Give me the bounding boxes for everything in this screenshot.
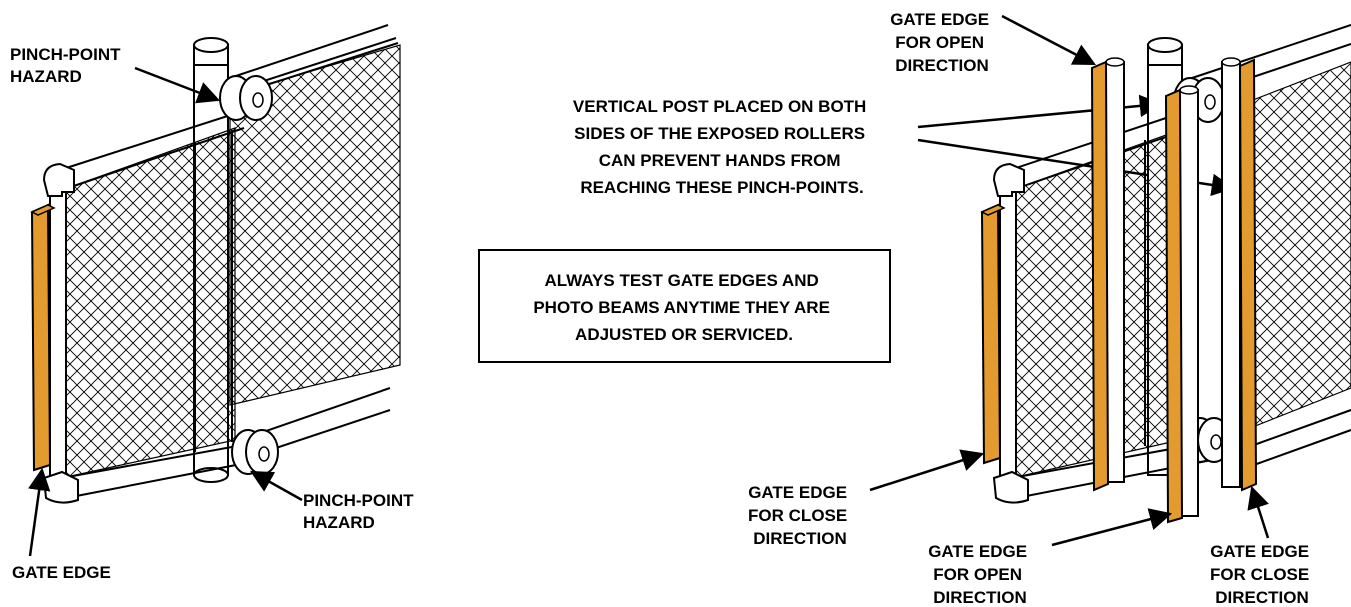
center-notes: VERTICAL POST PLACED ON BOTH SIDES OF TH…: [478, 94, 1235, 363]
left-top-roller: [219, 75, 273, 121]
protective-post-left: [1105, 57, 1125, 483]
label-line: FOR OPEN: [895, 33, 984, 52]
left-bottom-roller: [231, 429, 279, 475]
arrow-open-bottom: [1051, 508, 1173, 547]
right-gate-illustration: GATE EDGE FOR OPEN DIRECTION GATE EDGE F…: [748, 10, 1351, 607]
label-line: FOR CLOSE: [1210, 565, 1309, 584]
label-line: CAN PREVENT HANDS FROM: [599, 151, 841, 170]
label-line: FOR CLOSE: [748, 506, 847, 525]
gate-edge-open-bottom-strip: [1164, 88, 1184, 524]
arrow-pinch-top: [134, 66, 221, 104]
label-line: GATE EDGE: [928, 542, 1027, 561]
label-line: ADJUSTED OR SERVICED.: [575, 325, 793, 344]
arrow-gate-edge: [28, 467, 51, 557]
gate-edge-open-bottom-label: GATE EDGE FOR OPEN DIRECTION: [928, 542, 1032, 607]
left-gate-panel: [42, 111, 273, 504]
label-line: GATE EDGE: [890, 10, 989, 29]
gate-edge-close-left-strip: [980, 203, 1006, 465]
label-line: DIRECTION: [933, 588, 1027, 607]
label-line: GATE EDGE: [12, 563, 111, 582]
notice-box: [478, 249, 891, 363]
arrow-open-top: [1001, 14, 1096, 66]
label-line: HAZARD: [303, 513, 375, 532]
left-gate-illustration: PINCH-POINT HAZARD PINCH-POINT HAZARD GA…: [10, 24, 418, 582]
left-pinch-point-bottom-label: PINCH-POINT HAZARD: [303, 491, 418, 532]
label-line: HAZARD: [10, 67, 82, 86]
label-line: DIRECTION: [1215, 588, 1309, 607]
left-gate-edge-label: GATE EDGE: [12, 563, 111, 582]
protective-post-center: [1179, 85, 1199, 517]
gate-edge-open-top-strip: [1090, 60, 1110, 492]
label-line: DIRECTION: [753, 529, 847, 548]
label-line: SIDES OF THE EXPOSED ROLLERS: [574, 124, 865, 143]
arrow-pinch-bottom: [250, 470, 303, 502]
label-line: PINCH-POINT: [10, 45, 121, 64]
arrow-close-left: [869, 449, 985, 492]
gate-edge-open-top-label: GATE EDGE FOR OPEN DIRECTION: [890, 10, 994, 75]
vertical-post-note: VERTICAL POST PLACED ON BOTH SIDES OF TH…: [573, 97, 871, 197]
left-pinch-point-top-label: PINCH-POINT HAZARD: [10, 45, 125, 86]
left-fence-panel: [229, 24, 401, 461]
label-line: REACHING THESE PINCH-POINTS.: [580, 178, 863, 197]
label-line: DIRECTION: [895, 56, 989, 75]
gate-edge-close-right-label: GATE EDGE FOR CLOSE DIRECTION: [1210, 542, 1314, 607]
left-gate-edge-strip: [30, 203, 56, 472]
label-line: FOR OPEN: [933, 565, 1022, 584]
label-line: PINCH-POINT: [303, 491, 414, 510]
label-line: GATE EDGE: [1210, 542, 1309, 561]
arrow-close-right: [1247, 485, 1270, 539]
gate-edge-close-right-strip: [1238, 58, 1258, 492]
label-line: VERTICAL POST PLACED ON BOTH: [573, 97, 866, 116]
label-line: GATE EDGE: [748, 483, 847, 502]
label-line: ALWAYS TEST GATE EDGES AND: [545, 271, 819, 290]
protective-post-right: [1221, 57, 1241, 488]
label-line: PHOTO BEAMS ANYTIME THEY ARE: [533, 298, 830, 317]
right-fence-panel: [1179, 24, 1351, 471]
notice-text: ALWAYS TEST GATE EDGES AND PHOTO BEAMS A…: [533, 271, 834, 344]
gate-edge-close-left-label: GATE EDGE FOR CLOSE DIRECTION: [748, 483, 852, 548]
